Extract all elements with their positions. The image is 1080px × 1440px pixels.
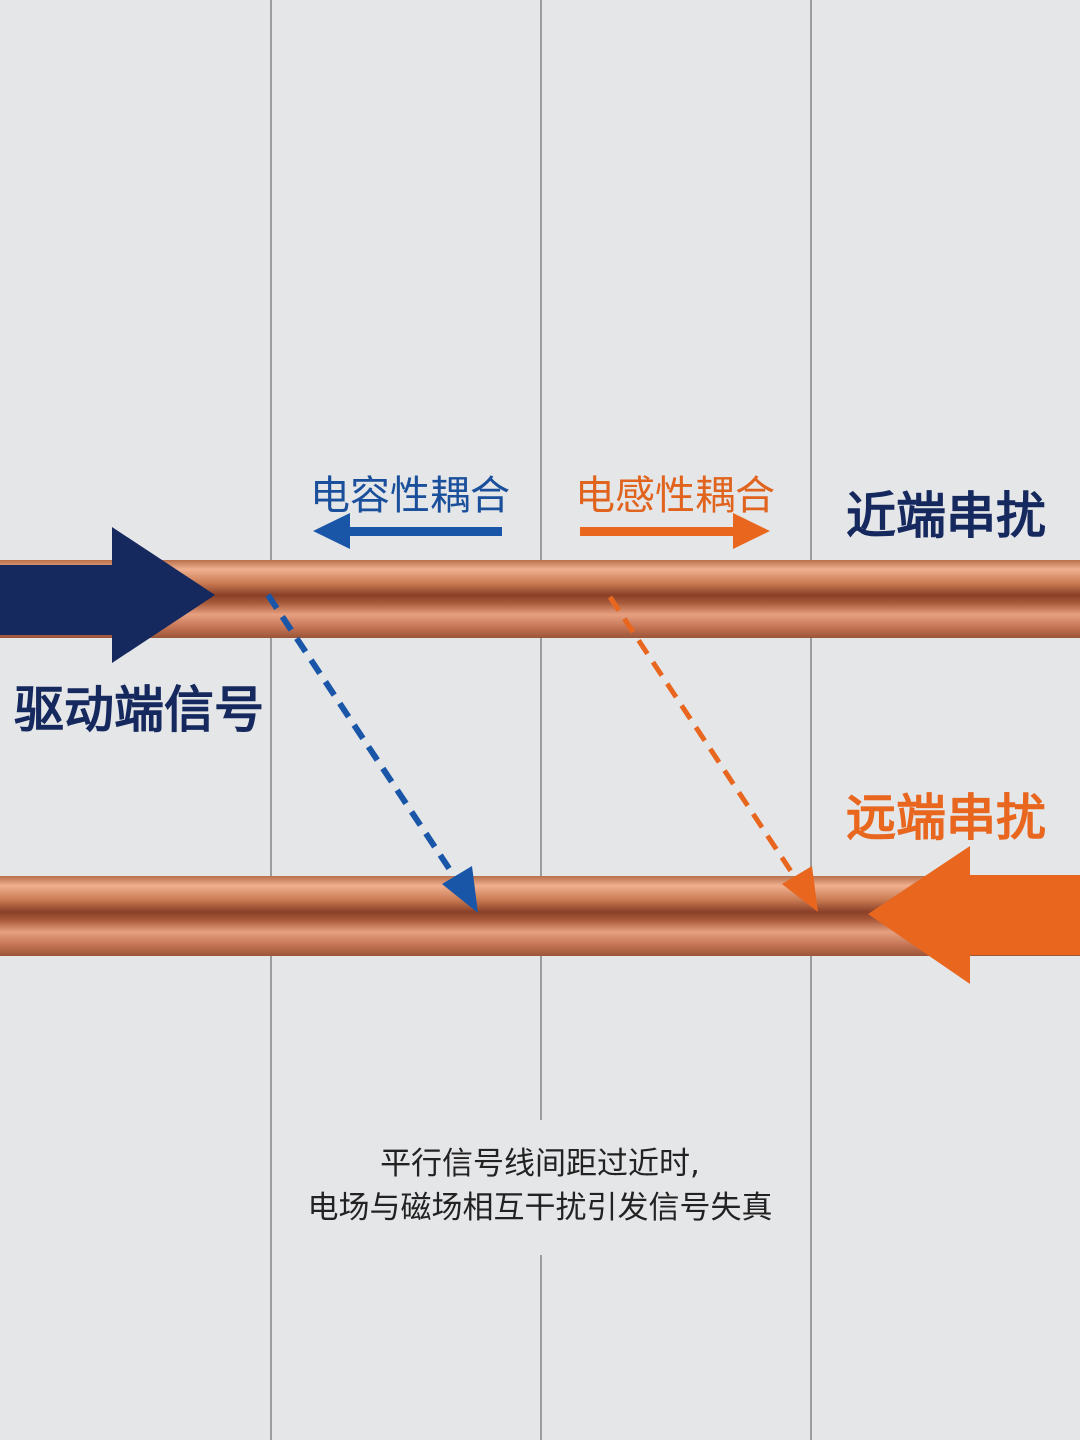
driver-arrow-icon (0, 527, 215, 663)
inductive-arrow-icon (580, 513, 770, 549)
caption-line-1: 平行信号线间距过近时, (380, 1146, 700, 1182)
caption-line-2: 电场与磁场相互干扰引发信号失真 (307, 1190, 773, 1226)
capacitive-arrow-icon (313, 513, 502, 549)
inductive-coupling-dashed-arrow-icon (607, 595, 818, 912)
caption: 平行信号线间距过近时, 电场与磁场相互干扰引发信号失真 (308, 1142, 773, 1230)
near-end-crosstalk-label: 近端串扰 (846, 487, 1046, 545)
capacitive-coupling-dashed-arrow-icon (265, 593, 478, 913)
capacitive-coupling-label: 电容性耦合 (310, 473, 510, 519)
far-end-crosstalk-label: 远端串扰 (846, 789, 1046, 847)
far-end-arrow-icon (868, 846, 1080, 984)
inductive-coupling-label: 电感性耦合 (575, 473, 775, 519)
driver-signal-label: 驱动端信号 (14, 681, 264, 739)
